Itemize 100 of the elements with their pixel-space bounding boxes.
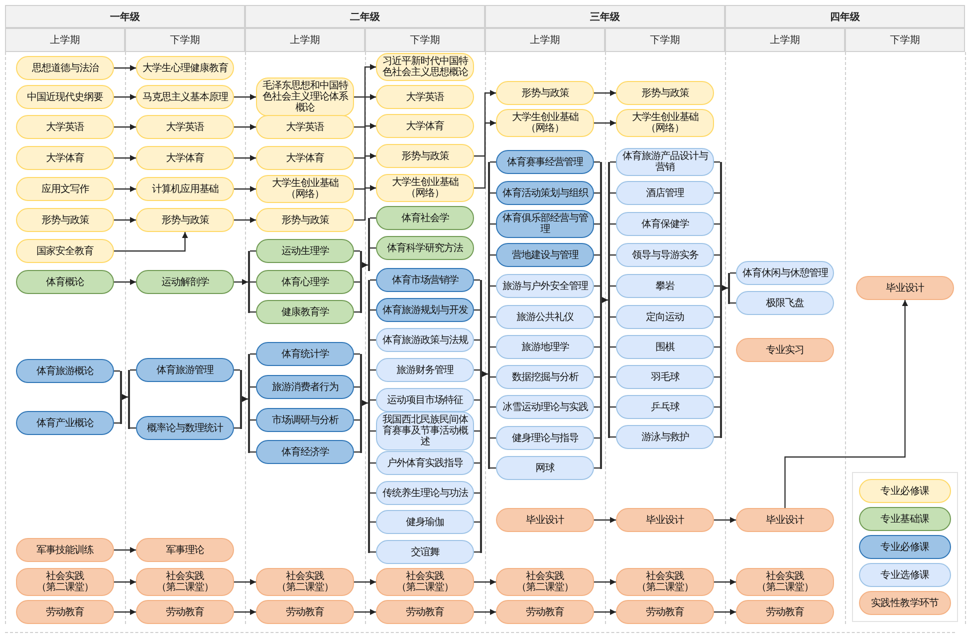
- course-name: 体育旅游管理: [156, 364, 214, 376]
- connector-arrow: [114, 65, 136, 71]
- course-pill: [256, 175, 354, 203]
- year-header: 三年级: [485, 5, 725, 28]
- connector-arrow: [474, 90, 496, 157]
- connector-arrow: [362, 262, 368, 268]
- connector-arrow: [114, 609, 136, 615]
- semester-header: 下学期: [845, 28, 965, 52]
- course-pill: [256, 208, 354, 232]
- course-pill: [376, 114, 474, 138]
- course-name: 大学体育: [166, 152, 204, 164]
- course-pill: [16, 568, 114, 596]
- connector-arrow: [594, 517, 616, 523]
- connector-arrow: [234, 279, 248, 285]
- course-name: 军事理论: [166, 544, 204, 556]
- course-name: 体育心理学: [281, 276, 329, 288]
- course-pill: [736, 338, 834, 362]
- course-pill: [136, 538, 234, 562]
- course-pill: [616, 600, 714, 624]
- connector-arrow: [594, 609, 616, 615]
- bracket-line: [128, 370, 130, 429]
- connector-arrow: [594, 120, 616, 126]
- course-name: 国家安全教育: [36, 246, 94, 256]
- course-pill: [376, 268, 474, 292]
- bracket-line: [368, 280, 370, 553]
- bracket-line: [240, 370, 242, 429]
- connector-arrow: [714, 609, 736, 615]
- course-name: 体育概论: [46, 276, 84, 288]
- course-pill: [616, 243, 714, 267]
- course-name: 网球: [536, 462, 554, 474]
- course-name: 旅游财务管理: [396, 364, 454, 376]
- course-pill: [136, 115, 234, 139]
- course-pill: [136, 56, 234, 80]
- course-name: 大学英语: [46, 122, 84, 132]
- connector-arrow: [114, 186, 136, 192]
- course-pill: [376, 568, 474, 596]
- course-pill: [376, 206, 474, 230]
- course-name: 旅游与户外安全管理: [502, 280, 588, 292]
- course-name: 军事技能训练: [36, 544, 94, 556]
- course-pill: [136, 177, 234, 201]
- connector-arrow: [354, 579, 376, 585]
- course-name: 运动解剖学: [161, 276, 209, 288]
- connector-arrow: [354, 123, 376, 159]
- course-pill: [376, 510, 474, 534]
- course-name: 形势与政策: [641, 88, 689, 98]
- course-pill: [376, 412, 474, 450]
- course-name: 大学生创业基础（网络）: [632, 112, 698, 134]
- course-name: 专业实习: [766, 344, 804, 356]
- course-pill: [616, 425, 714, 449]
- connector-arrow: [482, 371, 488, 377]
- course-name: 围棋: [656, 342, 674, 352]
- course-pill: [496, 568, 594, 596]
- connector-arrow: [234, 186, 256, 192]
- course-pill: [496, 109, 594, 137]
- course-name: 大学体育: [286, 152, 324, 164]
- connector-arrow: [354, 64, 376, 98]
- course-pill: [496, 456, 594, 480]
- bracket-line: [248, 251, 250, 313]
- course-pill: [376, 298, 474, 322]
- year-header: 二年级: [245, 5, 485, 28]
- course-name: 大学生创业基础（网络）: [392, 177, 458, 199]
- connector-arrow: [114, 94, 136, 100]
- course-pill: [136, 358, 234, 382]
- connector-arrow: [234, 155, 256, 161]
- course-name: 体育保健学: [641, 218, 689, 230]
- course-pill: [616, 181, 714, 205]
- connector-arrow: [714, 517, 736, 523]
- course-name: 体育赛事经营管理: [507, 156, 583, 168]
- connector-arrow: [354, 94, 376, 128]
- course-name: 体育科学研究方法: [387, 242, 463, 254]
- course-name: 毕业设计: [526, 514, 564, 526]
- connector-arrow: [114, 217, 136, 223]
- connector-arrow: [594, 579, 616, 585]
- course-pill: [616, 274, 714, 298]
- course-pill: [256, 78, 354, 116]
- course-pill: [616, 305, 714, 329]
- connector-arrow: [362, 400, 368, 406]
- course-name: 大学生心理健康教育: [142, 62, 228, 74]
- course-pill: [616, 568, 714, 596]
- legend-label: 专业必修课: [880, 540, 930, 554]
- connector-arrow: [602, 297, 608, 303]
- course-name: 社会实践（第二课堂）: [396, 571, 454, 593]
- course-name: 大学生创业基础（网络）: [272, 178, 338, 200]
- course-pill: [496, 274, 594, 298]
- course-pill: [16, 85, 114, 109]
- course-name: 旅游公共礼仪: [516, 312, 574, 322]
- semester-header: 下学期: [605, 28, 725, 52]
- course-pill: [16, 177, 114, 201]
- course-pill: [616, 81, 714, 105]
- connector-arrow: [234, 609, 256, 615]
- bracket-line: [360, 354, 362, 453]
- course-pill: [136, 146, 234, 170]
- course-name: 社会实践（第二课堂）: [636, 571, 694, 593]
- course-name: 交谊舞: [410, 546, 440, 558]
- connector-arrow: [114, 579, 136, 585]
- course-name: 中国近现代史纲要: [27, 92, 103, 102]
- course-name: 乒乓球: [650, 402, 680, 412]
- course-pill: [616, 365, 714, 389]
- course-pill: [496, 210, 594, 238]
- course-name: 数据挖掘与分析: [512, 372, 578, 382]
